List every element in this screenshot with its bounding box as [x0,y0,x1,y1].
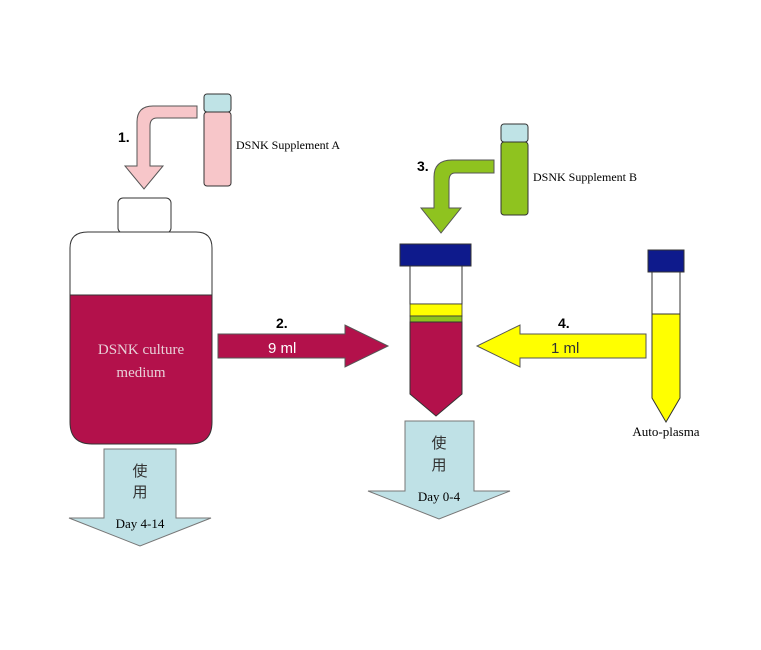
volume-9ml-label: 9 ml [268,340,296,357]
supplement-b-label: DSNK Supplement B [533,170,637,184]
supplement-b-tube [500,123,529,216]
step-3-number: 3. [417,158,429,174]
volume-1ml-label: 1 ml [551,340,579,357]
step-2-arrow [217,324,390,368]
auto-plasma-label: Auto-plasma [632,424,699,439]
culture-medium-bottle [69,197,213,445]
use-arrow-day-0-4 [367,420,511,520]
day-0-4-label: Day 0-4 [418,489,461,504]
step-2-number: 2. [276,315,288,331]
use-char-1-left: 使 [132,463,147,480]
auto-plasma-tube [647,249,685,423]
use-char-1-center: 使 [431,435,446,452]
medium-label-line1: DSNK culture [98,342,185,358]
use-arrow-day-4-14 [68,448,212,547]
medium-label-line2: medium [116,365,165,381]
supplement-a-tube [203,93,232,187]
step-3-arrow [419,159,495,234]
step-1-arrow [123,105,198,190]
conical-tube [399,243,472,417]
use-char-2-center: 用 [431,458,446,474]
day-4-14-label: Day 4-14 [116,516,165,531]
supplement-a-label: DSNK Supplement A [236,138,340,152]
step-4-number: 4. [558,315,570,331]
step-1-number: 1. [118,129,130,145]
use-char-2-left: 用 [132,485,147,501]
step-4-arrow [475,324,647,368]
